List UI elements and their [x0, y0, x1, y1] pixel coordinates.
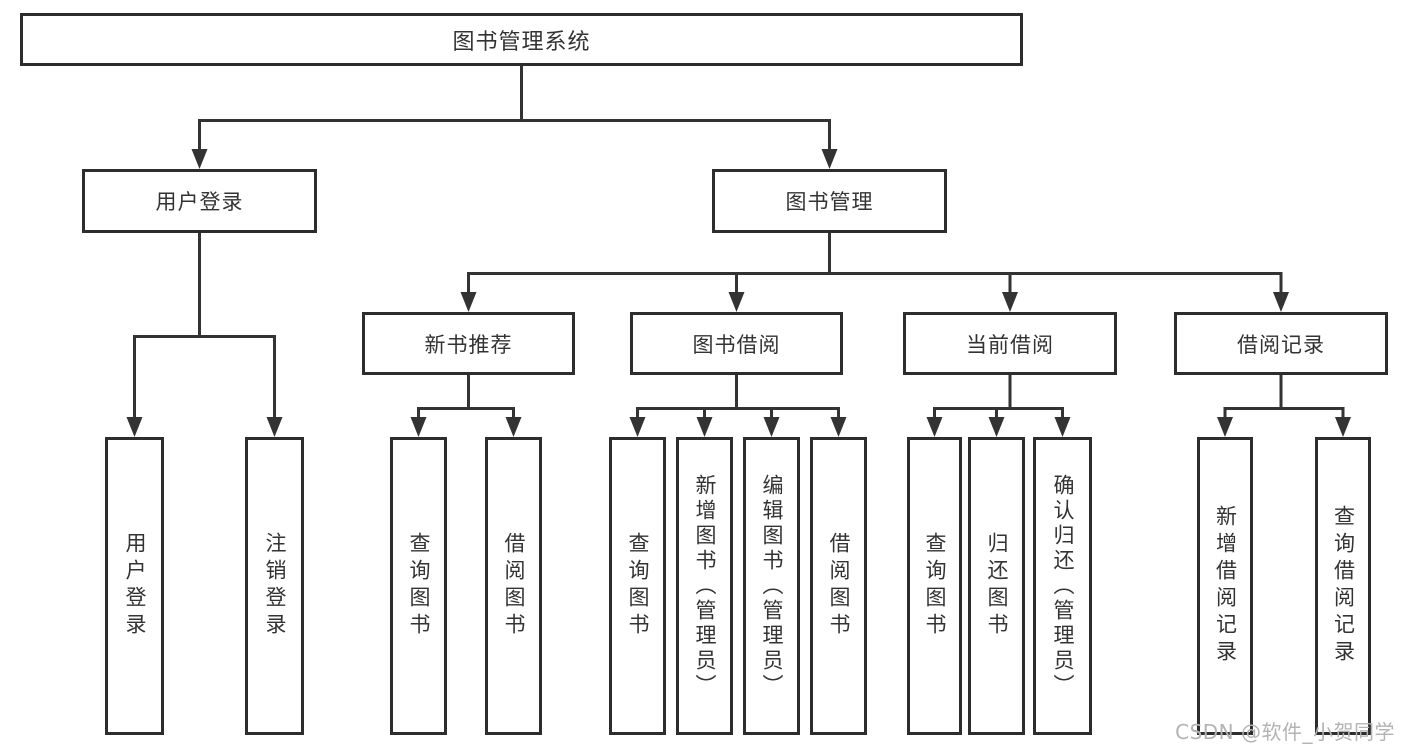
leaf-bb-query-books: 查询图书 — [609, 437, 666, 735]
node-user-login: 用户登录 — [82, 169, 317, 233]
connector-borrow-to-leaves — [636, 375, 840, 418]
arrowhead-current — [1002, 292, 1018, 312]
connector-current-to-leaves — [933, 375, 1064, 418]
watermark-text: CSDN @软件_小贺同学 — [1175, 720, 1395, 744]
arrowhead-leaf-r-add — [1217, 417, 1233, 437]
arrowhead-leaf-user-login — [126, 417, 143, 437]
node-book-borrowing: 图书借阅 — [630, 312, 843, 375]
leaf-br-add-record: 新增借阅记录 — [1197, 437, 1253, 735]
leaf-user-login: 用户登录 — [105, 437, 164, 735]
leaf-cb-query-books: 查询图书 — [907, 437, 962, 735]
leaf-bb-borrow-books: 借阅图书 — [810, 437, 867, 735]
leaf-cb-confirm-return-admin: 确认归还（管理员） — [1033, 437, 1092, 735]
arrowhead-leaf-b-edit — [763, 417, 780, 437]
node-borrowing-records: 借阅记录 — [1174, 312, 1388, 375]
arrowhead-leaf-nr-borrow — [505, 417, 522, 437]
arrowhead-leaf-b-add — [696, 417, 713, 437]
connector-userlogin-to-leaves — [133, 233, 276, 418]
connector-records-to-leaves — [1223, 375, 1345, 418]
node-current-borrowing: 当前借阅 — [903, 312, 1117, 375]
leaf-nr-borrow-books: 借阅图书 — [485, 437, 542, 735]
arrowhead-leaf-b-query — [629, 417, 646, 437]
arrowhead-new-rec — [460, 292, 477, 312]
arrowhead-records — [1273, 292, 1289, 312]
arrowhead-book-mgmt — [821, 149, 838, 169]
connector-bookmgmt-to-level3 — [467, 233, 1283, 293]
arrowhead-leaf-r-query — [1335, 417, 1351, 437]
node-root-system: 图书管理系统 — [20, 13, 1023, 66]
leaf-br-query-record: 查询借阅记录 — [1315, 437, 1371, 735]
node-new-book-recommendation: 新书推荐 — [362, 312, 575, 375]
arrowhead-leaf-c-query — [926, 417, 943, 437]
arrowhead-leaf-nr-query — [410, 417, 427, 437]
arrowhead-user-login — [191, 149, 208, 169]
arrowhead-leaf-c-confirm — [1054, 417, 1071, 437]
arrowhead-leaf-c-return — [988, 417, 1005, 437]
arrowhead-borrow — [728, 292, 745, 312]
arrowhead-leaf-logout — [266, 417, 283, 437]
leaf-bb-add-books-admin: 新增图书（管理员） — [676, 437, 733, 735]
arrowhead-leaf-b-borrow — [830, 417, 847, 437]
leaf-logout: 注销登录 — [245, 437, 304, 735]
connector-newrec-to-leaves — [417, 375, 515, 418]
leaf-cb-return-books: 归还图书 — [968, 437, 1025, 735]
connector-root-to-level2 — [198, 66, 831, 150]
leaf-bb-edit-books-admin: 编辑图书（管理员） — [743, 437, 800, 735]
node-book-management: 图书管理 — [712, 169, 947, 233]
leaf-nr-query-books: 查询图书 — [390, 437, 447, 735]
